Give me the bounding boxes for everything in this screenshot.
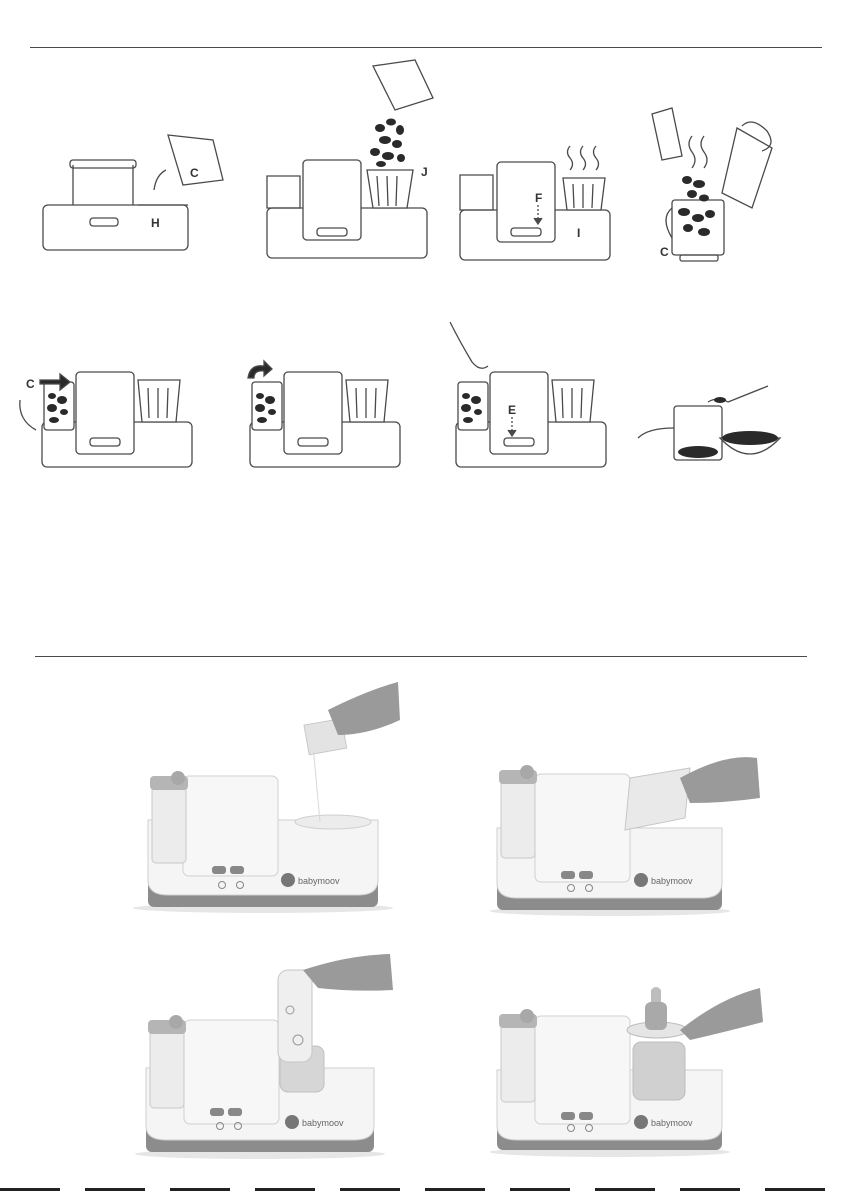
step-2-add-food: J (255, 58, 455, 263)
label-j: J (421, 165, 428, 179)
curved-arrow-icon (248, 361, 272, 378)
brand-logo: babymoov (651, 1118, 693, 1128)
photo-insert-bottle: babymoov (128, 950, 408, 1162)
photo-place-cover: babymoov (485, 748, 765, 918)
section-divider (35, 656, 807, 657)
step-7-blend: E (440, 322, 620, 472)
label-c: C (190, 166, 199, 180)
step-1-pour-water: C H (38, 130, 238, 260)
step-8-serve (638, 378, 788, 473)
step-4-transfer-food: C (642, 108, 782, 268)
label-h: H (151, 216, 160, 230)
label-i: I (577, 226, 580, 240)
photo-bottle-ring: babymoov (485, 980, 765, 1160)
top-divider (30, 47, 822, 48)
step-3-start-steam: F I (455, 140, 625, 265)
footer-marks (0, 1186, 851, 1192)
brand-logo: babymoov (302, 1118, 344, 1128)
label-c: C (26, 377, 35, 391)
brand-logo: babymoov (298, 876, 340, 886)
photo-pour-water: babymoov (128, 680, 403, 915)
brand-logo: babymoov (651, 876, 693, 886)
label-c: C (660, 245, 669, 259)
step-6-rotate-bowl (240, 360, 420, 472)
food-pieces (370, 119, 405, 168)
label-e: E (508, 403, 516, 417)
label-f: F (535, 191, 542, 205)
steam-icon (568, 146, 599, 170)
step-5-place-bowl: C (18, 360, 198, 472)
